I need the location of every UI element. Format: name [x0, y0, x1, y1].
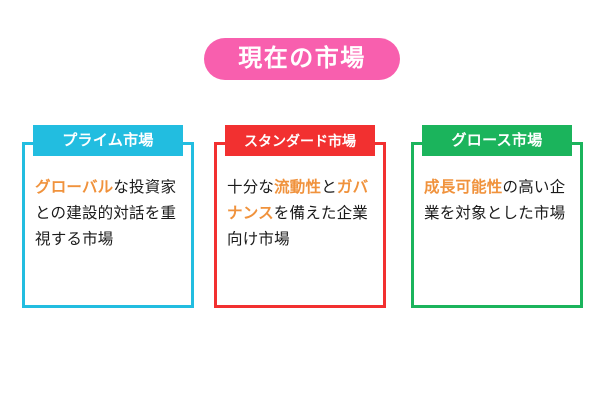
body-text-run: と — [321, 179, 337, 196]
body-text-run: を備えた企業向け市場 — [227, 205, 368, 248]
market-card-prime: プライム市場 グローバルな投資家との建設的対話を重視する市場 — [22, 125, 194, 308]
market-card-standard: スタンダード市場 十分な流動性とガバナンスを備えた企業向け市場 — [214, 125, 386, 308]
highlighted-term: 流動性 — [274, 179, 322, 196]
market-card-description-standard: 十分な流動性とガバナンスを備えた企業向け市場 — [227, 175, 377, 253]
highlighted-term: グローバル — [35, 179, 114, 196]
market-card-title-growth: グロース市場 — [451, 132, 543, 149]
market-card-title-standard: スタンダード市場 — [244, 132, 356, 149]
highlighted-term: ガバナンス — [227, 179, 369, 222]
body-text-run: な投資家との建設的対話を重視する市場 — [35, 179, 177, 248]
market-card-description-growth: 成長可能性の高い企業を対象とした市場 — [424, 175, 574, 227]
market-card-title-prime: プライム市場 — [62, 132, 154, 149]
market-card-header-standard: スタンダード市場 — [225, 125, 375, 156]
page-title: 現在の市場 — [238, 45, 366, 72]
page-title-badge: 現在の市場 — [204, 38, 400, 80]
body-text-run: の高い企業を対象とした市場 — [424, 179, 566, 222]
body-text-run: 十分な — [227, 179, 275, 196]
market-card-header-growth: グロース市場 — [422, 125, 572, 156]
highlighted-term: 成長可能性 — [424, 179, 503, 196]
market-card-header-prime: プライム市場 — [33, 125, 183, 156]
market-card-growth: グロース市場 成長可能性の高い企業を対象とした市場 — [411, 125, 583, 308]
market-card-description-prime: グローバルな投資家との建設的対話を重視する市場 — [35, 175, 185, 253]
